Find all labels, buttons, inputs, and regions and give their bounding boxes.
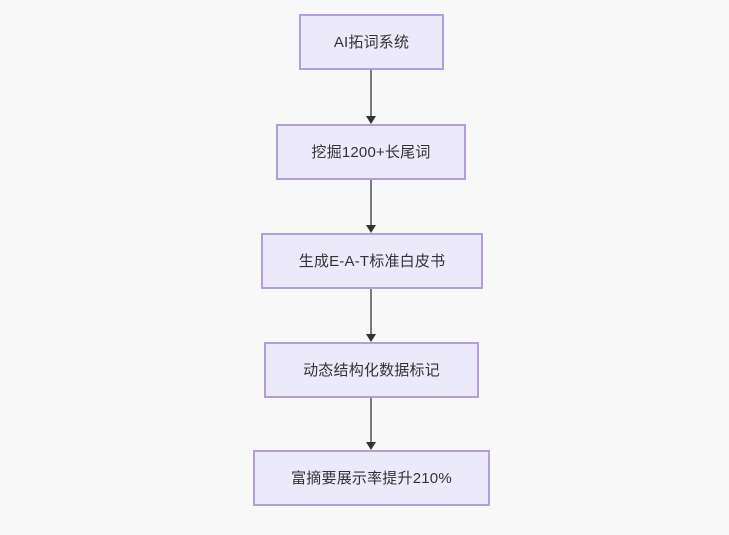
flowchart-node-rich-snippet-impression-lift[interactable]: 富摘要展示率提升210% — [253, 450, 490, 506]
flowchart-node-generate-eat-whitepaper[interactable]: 生成E-A-T标准白皮书 — [261, 233, 483, 289]
node-label: 挖掘1200+长尾词 — [311, 143, 431, 161]
flowchart-edge-1 — [370, 180, 372, 225]
node-label: 生成E-A-T标准白皮书 — [298, 252, 446, 270]
arrow-down-icon — [366, 442, 376, 450]
node-label: 动态结构化数据标记 — [303, 361, 440, 379]
flowchart-edge-3 — [370, 398, 372, 442]
arrow-down-icon — [366, 334, 376, 342]
node-label: AI拓词系统 — [333, 33, 410, 51]
arrow-down-icon — [366, 116, 376, 124]
flowchart-node-dynamic-structured-data-markup[interactable]: 动态结构化数据标记 — [264, 342, 479, 398]
flowchart-node-mine-longtail-keywords[interactable]: 挖掘1200+长尾词 — [276, 124, 466, 180]
flowchart-edge-0 — [370, 70, 372, 116]
flowchart-node-ai-keyword-system[interactable]: AI拓词系统 — [299, 14, 444, 70]
node-label: 富摘要展示率提升210% — [291, 469, 452, 487]
flowchart-edge-2 — [370, 289, 372, 334]
arrow-down-icon — [366, 225, 376, 233]
